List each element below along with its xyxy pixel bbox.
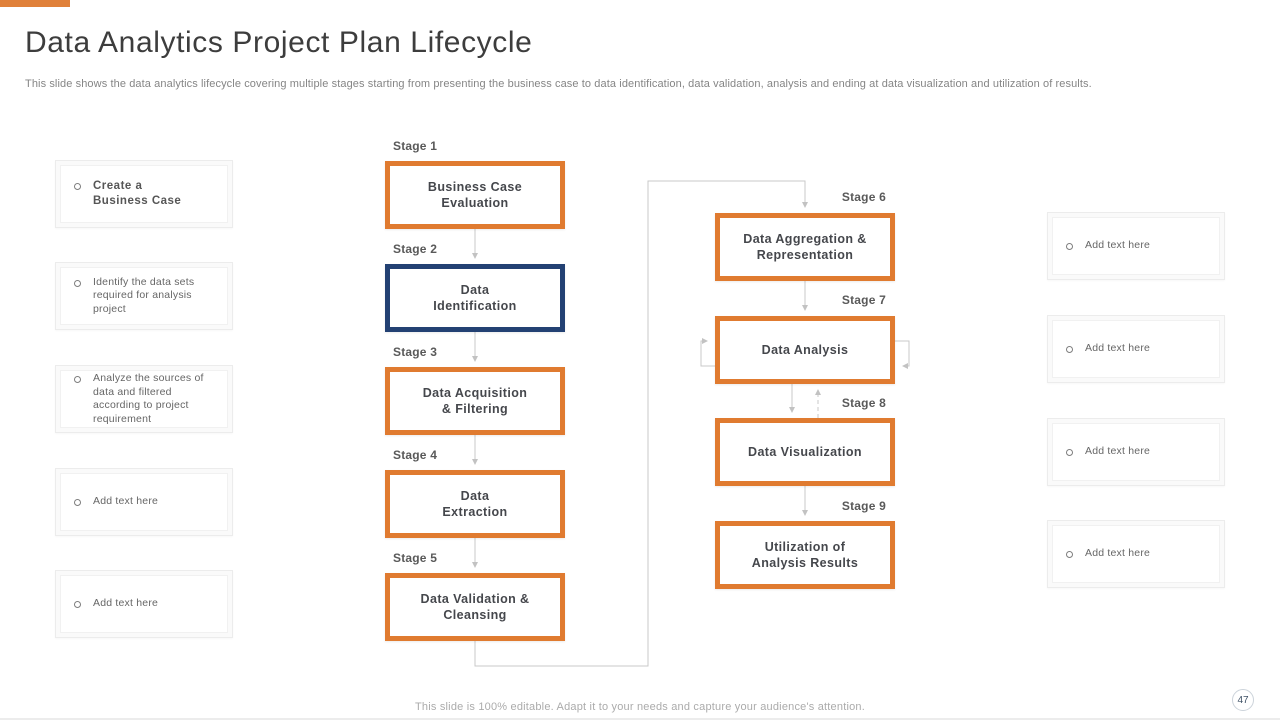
stage-box-data-validation-cleansing: Data Validation & Cleansing bbox=[385, 573, 565, 641]
note-text: Add text here bbox=[93, 495, 159, 508]
stage-box-data-analysis: Data Analysis bbox=[715, 316, 895, 384]
bullet-circle-icon bbox=[1066, 449, 1073, 457]
note-inner: Analyze the sources of data and filtered… bbox=[60, 370, 228, 428]
note-text: Analyze the sources of data and filtered… bbox=[93, 372, 204, 425]
note-text: Create a Business Case bbox=[93, 180, 182, 207]
note-text: Add text here bbox=[1085, 239, 1151, 252]
note-inner: Add text here bbox=[60, 473, 228, 531]
note-box-add-text-left-1[interactable]: Add text here bbox=[55, 468, 233, 536]
loop-arrow-left-data-analysis bbox=[700, 338, 715, 367]
stage-label-5: Stage 5 bbox=[393, 551, 438, 565]
bullet-circle-icon bbox=[74, 601, 81, 609]
accent-bar-orange bbox=[0, 0, 70, 7]
stage-box-data-visualization: Data Visualization bbox=[715, 418, 895, 486]
note-text: Identify the data sets required for anal… bbox=[93, 275, 195, 315]
note-inner: Add text here bbox=[1052, 525, 1220, 583]
bullet-circle-icon bbox=[1066, 243, 1073, 251]
note-box-create-business-case[interactable]: Create a Business Case bbox=[55, 160, 233, 228]
page-title: Data Analytics Project Plan Lifecycle bbox=[25, 26, 533, 59]
note-inner: Add text here bbox=[1052, 423, 1220, 481]
bullet-circle-icon bbox=[74, 183, 81, 190]
stage-label-8: Stage 8 bbox=[841, 396, 886, 410]
note-box-add-text-right-2[interactable]: Add text here bbox=[1047, 315, 1225, 383]
stage-box-utilization-analysis-results: Utilization of Analysis Results bbox=[715, 521, 895, 589]
loop-arrow-right-data-analysis bbox=[895, 340, 910, 369]
stage-box-data-identification: Data Identification bbox=[385, 264, 565, 332]
stage-label-3: Stage 3 bbox=[393, 345, 438, 359]
bullet-circle-icon bbox=[74, 499, 81, 507]
stage-label-6: Stage 6 bbox=[841, 190, 886, 204]
note-text: Add text here bbox=[1085, 342, 1151, 355]
stage-label-2: Stage 2 bbox=[393, 242, 438, 256]
note-box-add-text-right-3[interactable]: Add text here bbox=[1047, 418, 1225, 486]
stage-box-data-extraction: Data Extraction bbox=[385, 470, 565, 538]
stage-box-data-aggregation-representation: Data Aggregation & Representation bbox=[715, 213, 895, 281]
stage-label-4: Stage 4 bbox=[393, 448, 438, 462]
bottom-edge-line bbox=[0, 718, 1280, 720]
slide-subtitle: This slide shows the data analytics life… bbox=[25, 78, 1092, 90]
note-inner: Add text here bbox=[1052, 217, 1220, 275]
note-inner: Add text here bbox=[60, 575, 228, 633]
bullet-circle-icon bbox=[74, 376, 81, 383]
stage-label-1: Stage 1 bbox=[393, 139, 438, 153]
note-text: Add text here bbox=[1085, 445, 1151, 458]
stage-label-7: Stage 7 bbox=[841, 293, 886, 307]
note-box-add-text-right-1[interactable]: Add text here bbox=[1047, 212, 1225, 280]
note-inner: Identify the data sets required for anal… bbox=[60, 267, 228, 325]
bullet-circle-icon bbox=[74, 279, 81, 287]
footer-note: This slide is 100% editable. Adapt it to… bbox=[415, 701, 865, 713]
note-text: Add text here bbox=[93, 597, 159, 610]
note-text: Add text here bbox=[1085, 547, 1151, 560]
bullet-circle-icon bbox=[1066, 346, 1073, 354]
stage-box-business-case-evaluation: Business Case Evaluation bbox=[385, 161, 565, 229]
note-box-analyze-sources[interactable]: Analyze the sources of data and filtered… bbox=[55, 365, 233, 433]
stage-box-data-acquisition-filtering: Data Acquisition & Filtering bbox=[385, 367, 565, 435]
note-inner: Create a Business Case bbox=[60, 165, 228, 223]
note-inner: Add text here bbox=[1052, 320, 1220, 378]
bullet-circle-icon bbox=[1066, 551, 1073, 559]
note-box-identify-data-sets[interactable]: Identify the data sets required for anal… bbox=[55, 262, 233, 330]
note-box-add-text-left-2[interactable]: Add text here bbox=[55, 570, 233, 638]
stage-label-9: Stage 9 bbox=[841, 499, 886, 513]
page-number-badge: 47 bbox=[1232, 689, 1254, 711]
note-box-add-text-right-4[interactable]: Add text here bbox=[1047, 520, 1225, 588]
